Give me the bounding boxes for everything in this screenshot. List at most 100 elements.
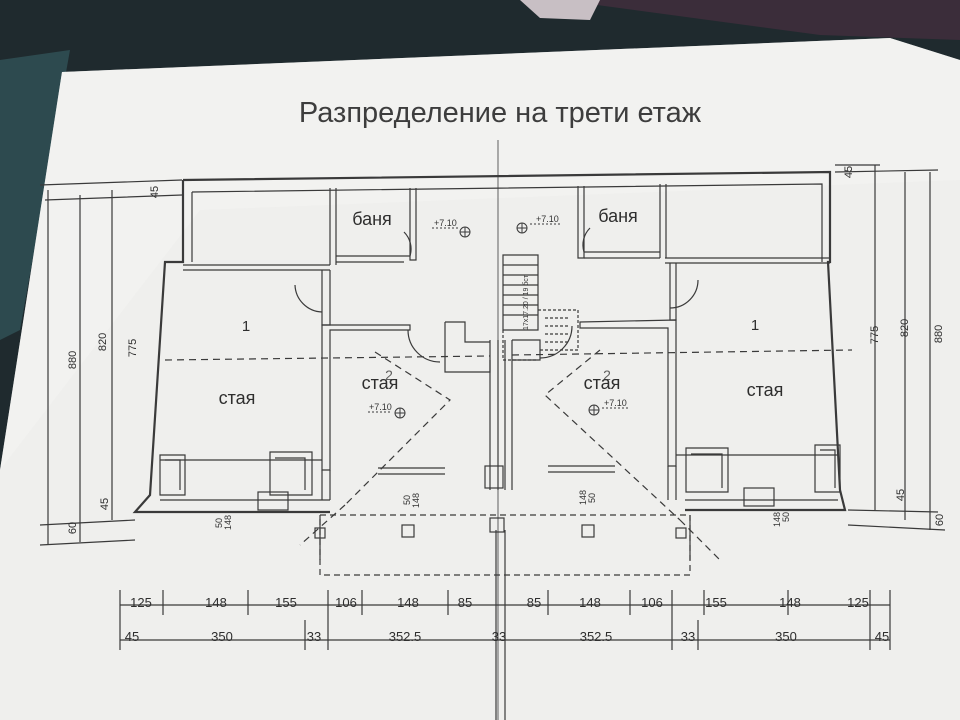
- bath-wall-left-c: [336, 255, 410, 263]
- room-label-bath-right: баня: [598, 206, 638, 226]
- bath-wall-right-a: [577, 186, 585, 259]
- section-lines-roof: [299, 504, 721, 561]
- dim-right-2: 775: [869, 326, 881, 344]
- floor-plan: [39, 140, 946, 720]
- dim-row1-1: 125: [130, 595, 152, 610]
- pier-left-1: [159, 454, 186, 496]
- window-note-right-a: 148: [772, 512, 782, 527]
- room-label-bath-left: баня: [352, 209, 392, 229]
- partition-left: [183, 264, 330, 271]
- dim-row1-3: 155: [275, 595, 297, 610]
- plastic-wrap-left: [0, 50, 70, 340]
- dim-left-5: 45: [99, 498, 111, 510]
- bath-wall-right-b: [659, 184, 667, 258]
- room-number-1-right: 1: [751, 317, 759, 334]
- window-note-left-a: 50: [214, 518, 224, 528]
- pier-center-low: [489, 517, 505, 533]
- dim-left-1: 45: [149, 186, 161, 198]
- dim-left-6: 60: [67, 522, 79, 534]
- dim-row2-4: 352.5: [389, 629, 422, 644]
- dim-row1-7: 85: [527, 595, 541, 610]
- door-room1-left: [294, 284, 323, 313]
- dim-right-3: 820: [899, 319, 911, 337]
- stair-note: 17x17.20 / 19 бст: [522, 274, 530, 330]
- background-object-top: [560, 0, 960, 40]
- dim-right-4: 880: [933, 325, 945, 343]
- window-note-right-b: 50: [781, 512, 791, 522]
- balcony-post-right: [581, 524, 595, 538]
- room-wall-ends: [321, 466, 677, 500]
- pier-left-2: [269, 451, 313, 496]
- dim-right-1: 45: [843, 166, 855, 178]
- door-bath-right: [582, 227, 591, 253]
- dim-ext-right: [834, 164, 946, 531]
- level-marker-hall-right: [516, 222, 562, 234]
- dim-left-3: 820: [97, 333, 109, 351]
- dim-lines-left: [47, 190, 113, 545]
- door-room2-left: [407, 329, 441, 363]
- pier-right-2: [814, 444, 841, 493]
- bath-wall-left-b: [409, 188, 417, 261]
- dim-right-6: 60: [934, 514, 946, 526]
- section-line-horizontal: [164, 349, 853, 361]
- bath-wall-right-c: [584, 251, 660, 259]
- paper-sheet: [0, 38, 960, 720]
- shaft-left: [444, 321, 491, 373]
- dim-ticks: [119, 530, 891, 720]
- level-marker-room-left: [368, 407, 406, 419]
- dim-row1-9: 106: [641, 595, 663, 610]
- drawing-title: Разпределение на трети етаж: [299, 97, 702, 129]
- level-label-hall-left: +7.10: [434, 218, 457, 228]
- dim-row1-5: 148: [397, 595, 419, 610]
- paper-highlight: [0, 38, 960, 470]
- dim-row2-7: 33: [681, 629, 695, 644]
- dim-row1-8: 148: [579, 595, 601, 610]
- bath-wall-left-a: [329, 188, 337, 265]
- door-room1-right: [669, 279, 699, 309]
- pier-base-right: [743, 487, 775, 507]
- level-marker-room-right: [588, 404, 630, 416]
- balcony-corner-right: [675, 527, 687, 539]
- dim-ext-balcony: [319, 515, 691, 560]
- dim-left-2: 880: [67, 351, 79, 369]
- dim-row2-8: 350: [775, 629, 797, 644]
- door-bath-left: [403, 231, 412, 257]
- dim-row1-12: 125: [847, 595, 869, 610]
- window-note-center-right-b: 50: [587, 493, 597, 503]
- pier-center: [484, 465, 504, 489]
- dim-row2-5: 33: [492, 629, 506, 644]
- room-number-1-left: 1: [242, 318, 250, 335]
- dim-row2-1: 45: [125, 629, 139, 644]
- dim-row2-2: 350: [211, 629, 233, 644]
- room-label-left-inner: стая: [362, 373, 399, 393]
- door-room2-right: [539, 325, 573, 359]
- dim-row1-10: 155: [705, 595, 727, 610]
- dim-row2-3: 33: [307, 629, 321, 644]
- room-label-right-inner: стая: [584, 373, 621, 393]
- room-label-left-outer: стая: [219, 388, 256, 408]
- window-note-center-right-a: 148: [578, 490, 588, 505]
- room-label-right-outer: стая: [747, 380, 784, 400]
- outer-wall-left: [132, 180, 330, 514]
- dim-right-5: 45: [895, 489, 907, 501]
- room-number-2-right: 2: [603, 367, 611, 383]
- dim-lines-right: [874, 165, 931, 530]
- section-lines-diagonal: [344, 349, 681, 521]
- level-marker-hall-left: [432, 226, 471, 238]
- dim-row1-6: 85: [458, 595, 472, 610]
- dim-ext-left: [39, 179, 183, 546]
- room-number-2-left: 2: [385, 367, 393, 383]
- window-lines: [378, 465, 615, 475]
- paper-corner-top: [520, 0, 600, 20]
- dim-left-4: 775: [127, 339, 139, 357]
- pier-right-1: [685, 447, 729, 493]
- room-divider-lines: [160, 454, 838, 461]
- window-note-center-left-b: 148: [411, 493, 421, 508]
- staircase: [502, 254, 579, 361]
- balcony-post-left: [401, 524, 415, 538]
- inner-wall-line: [191, 183, 823, 262]
- pier-base-left: [257, 491, 289, 511]
- level-label-room-right: +7.10: [604, 398, 627, 408]
- dim-row1-2: 148: [205, 595, 227, 610]
- window-note-left-b: 148: [223, 515, 233, 530]
